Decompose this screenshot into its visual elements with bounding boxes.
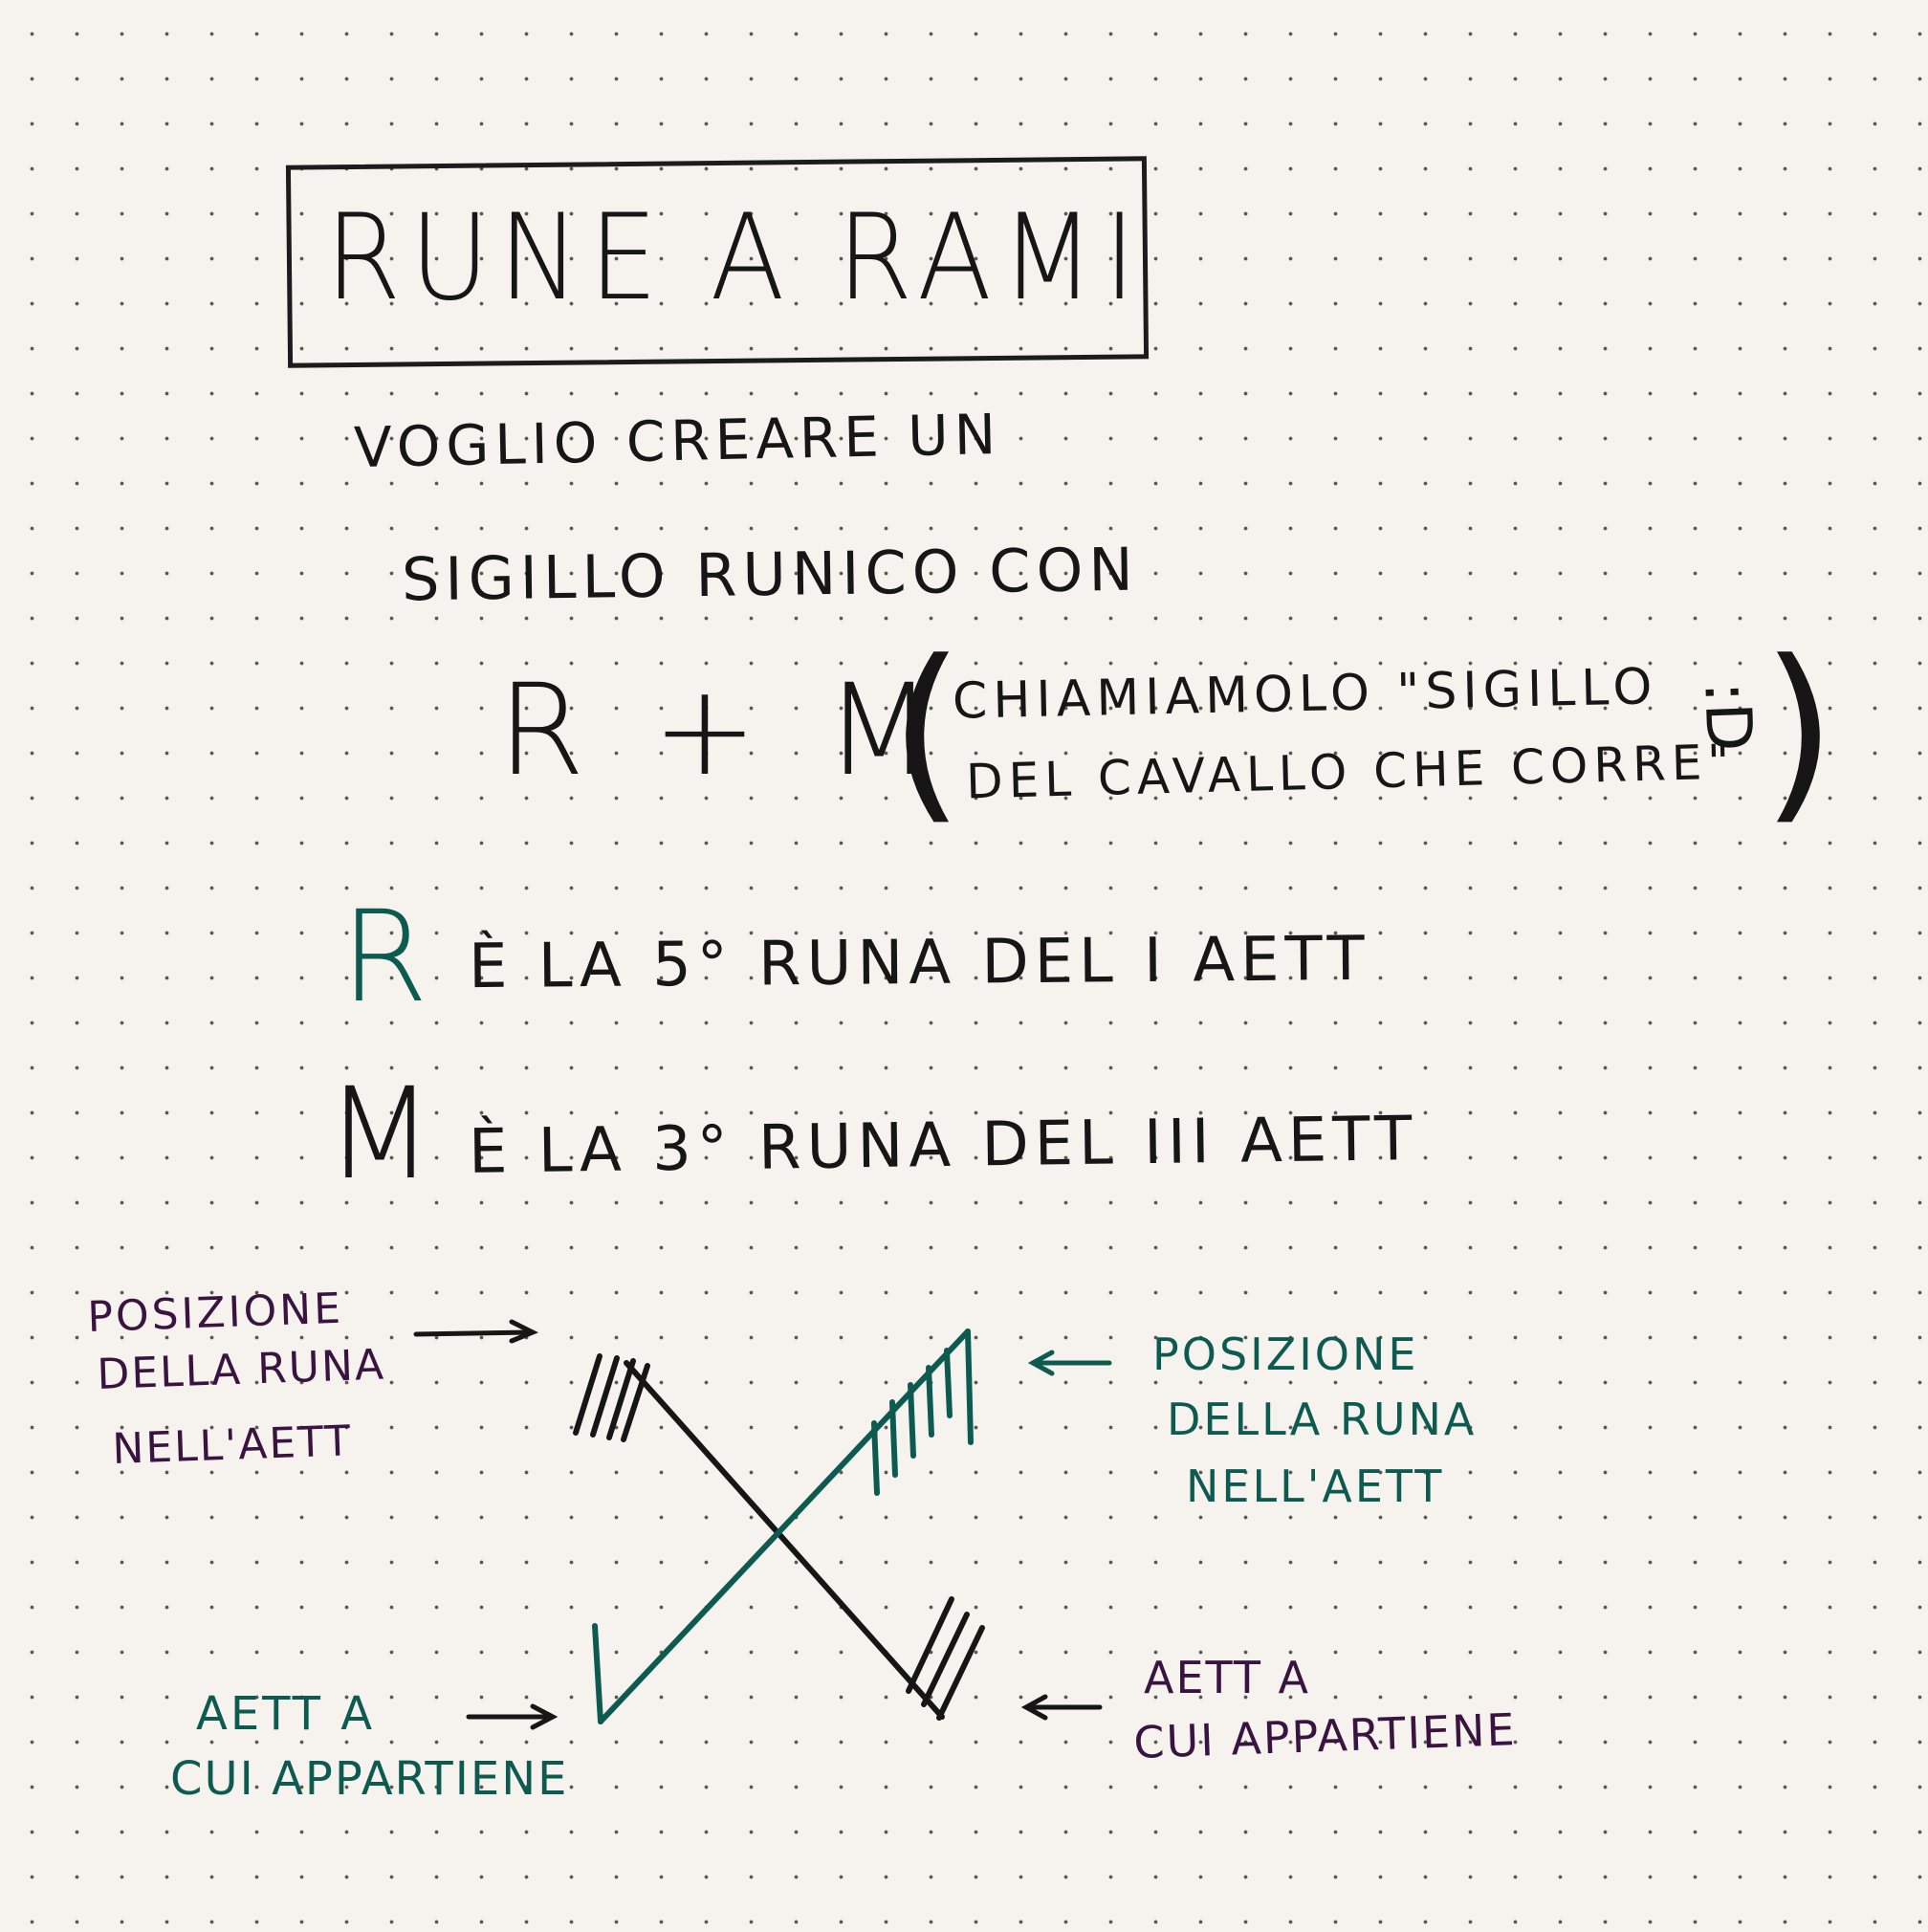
label-top-right-3: NELL'AETT <box>1186 1460 1444 1512</box>
arrow-left-icon <box>1027 1350 1112 1376</box>
label-top-right-2: DELLA RUNA <box>1167 1394 1477 1445</box>
rune-formula: R + M <box>497 657 948 804</box>
arrow-right-icon <box>413 1319 539 1344</box>
rune-m-branch <box>573 1353 985 1721</box>
label-bottom-right-1: AETT A <box>1144 1652 1310 1703</box>
page-title: RUNE A RAMI <box>325 189 1145 327</box>
label-top-left-1: POSIZIONE <box>87 1284 344 1342</box>
label-top-left-2: DELLA RUNA <box>97 1340 386 1398</box>
label-top-left-3: NELL'AETT <box>112 1416 353 1474</box>
label-bottom-left-1: AETT A <box>196 1687 375 1741</box>
open-parenthesis: ( <box>889 620 965 843</box>
rune-r-glyph: R <box>340 884 428 1031</box>
arrow-left-icon <box>1020 1694 1103 1721</box>
label-bottom-left-2: CUI APPARTIENE <box>170 1752 568 1806</box>
arrow-right-icon <box>466 1703 559 1730</box>
label-bottom-right-2: CUI APPARTIENE <box>1132 1703 1517 1768</box>
rune-m-glyph: M <box>325 1061 434 1208</box>
label-top-right-1: POSIZIONE <box>1152 1328 1418 1380</box>
close-parenthesis: ) <box>1762 620 1837 843</box>
rune-r-branch <box>592 1328 974 1724</box>
